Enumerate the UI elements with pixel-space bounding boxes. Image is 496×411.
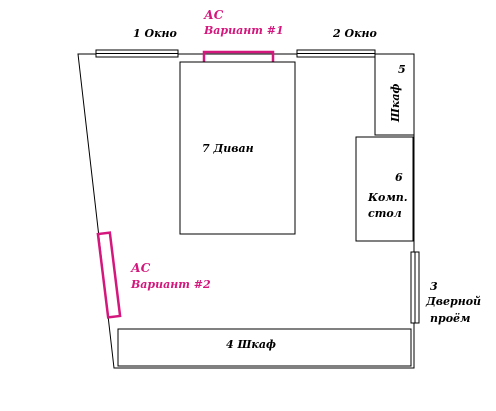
computer-desk: [355, 136, 414, 242]
ac-variant-1-title: АС: [203, 8, 224, 22]
side-wardrobe-number: 5: [398, 63, 406, 76]
window-2-label: 2 Окно: [332, 27, 377, 40]
bottom-wardrobe: [117, 328, 412, 367]
computer-desk-number: 6: [395, 171, 403, 184]
window-1: [95, 49, 179, 58]
side-wardrobe-label: Шкаф: [389, 83, 402, 123]
ac-variant-2-subtitle: Вариант #2: [130, 278, 211, 291]
door-label-line1: Дверной: [425, 295, 481, 308]
side-wardrobe: [374, 53, 415, 136]
computer-desk-label-line1: Комп.: [367, 191, 408, 204]
door-label-line2: проём: [430, 312, 470, 325]
bottom-wardrobe-label: 4 Шкаф: [226, 338, 276, 351]
door-number: 3: [430, 280, 438, 293]
door-opening: [410, 251, 420, 324]
window-1-label: 1 Окно: [133, 27, 177, 40]
window-2: [296, 49, 376, 58]
ac-variant-2-title: АС: [130, 261, 151, 275]
sofa-label: 7 Диван: [202, 142, 254, 155]
computer-desk-label-line2: стол: [368, 207, 402, 220]
ac-variant-1-subtitle: Вариант #1: [203, 24, 284, 37]
ac-unit-variant-2: [96, 231, 122, 319]
sofa: [179, 61, 296, 235]
